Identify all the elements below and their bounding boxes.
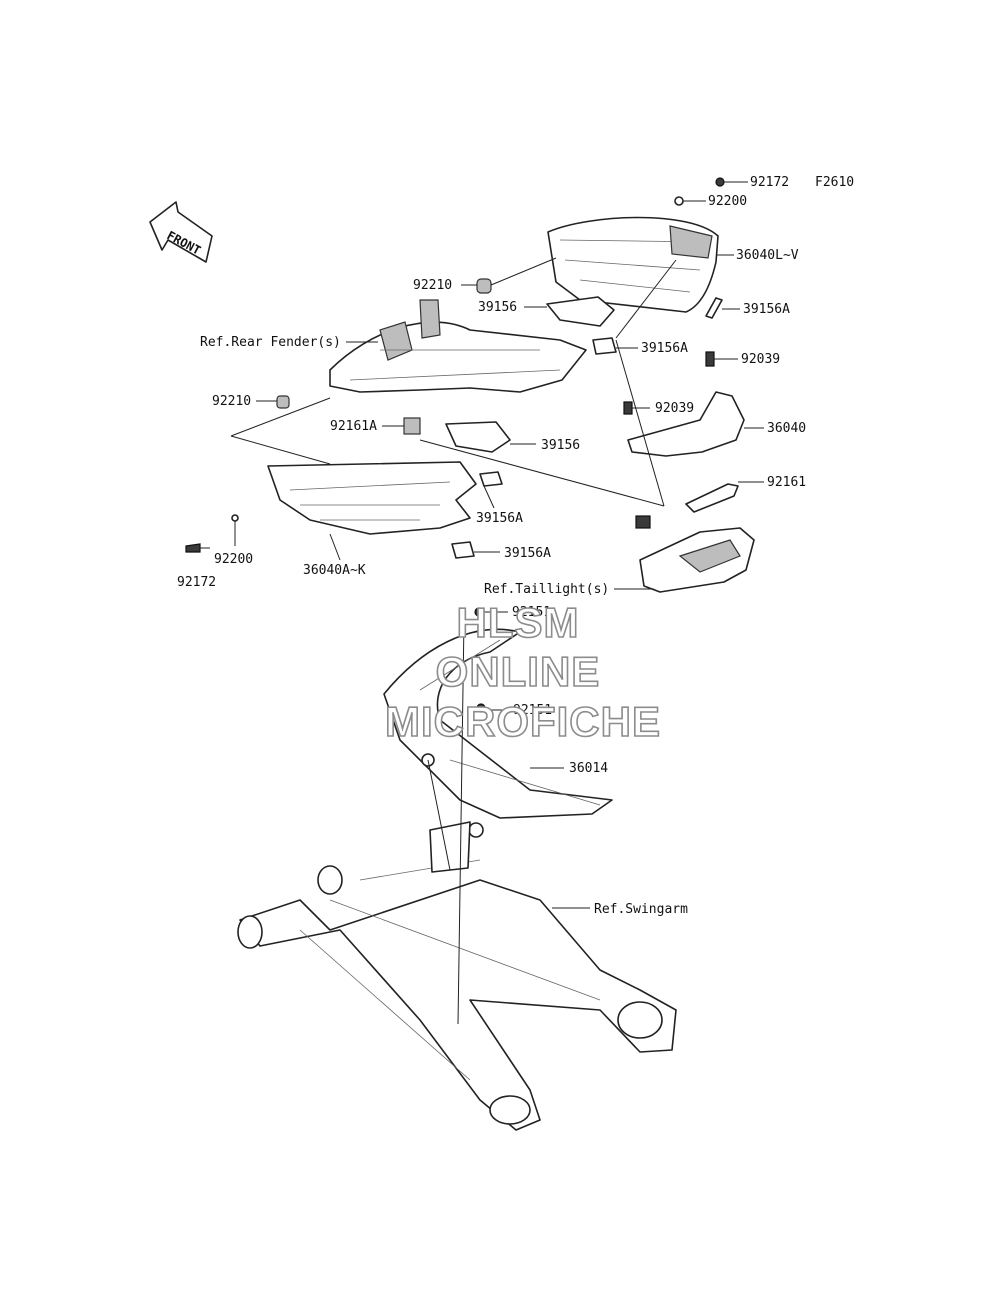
label-39156A-low1: 39156A (476, 511, 523, 526)
pad-39156A-mid (592, 337, 617, 355)
grommet-92161-icon (685, 483, 739, 513)
leader-lines (200, 181, 764, 1025)
label-ref-rear-fender: Ref.Rear Fender(s) (200, 335, 341, 350)
label-92210-top: 92210 (413, 278, 452, 293)
label-36040A-K: 36040A~K (303, 563, 366, 578)
label-92200-top: 92200 (708, 194, 747, 209)
watermark-line1: HLSM (457, 599, 580, 646)
label-39156-top: 39156 (478, 300, 517, 315)
bolt-92172-icon (715, 177, 725, 187)
label-39156A-low2: 39156A (504, 546, 551, 561)
pad-39156-top (546, 296, 615, 327)
collar-92210-icon (476, 278, 492, 294)
label-39156A-mid: 39156A (641, 341, 688, 356)
label-92172-top: 92172 (750, 175, 789, 190)
grommet-92161A-icon (403, 417, 421, 435)
connector-icon (635, 515, 651, 529)
label-92172-left: 92172 (177, 575, 216, 590)
watermark: HLSM ONLINE MICROFICHE (384, 598, 661, 746)
tail-cowl-upper (547, 216, 719, 313)
label-92151-mid: 92151 (513, 703, 552, 718)
label-39156-mid: 39156 (541, 438, 580, 453)
label-92039-mid: 92039 (655, 401, 694, 416)
rivet-92039-top-icon (705, 351, 715, 367)
label-36040L-V: 36040L~V (736, 248, 799, 263)
collar-92210-left-icon (276, 395, 290, 409)
label-ref-swingarm: Ref.Swingarm (594, 902, 688, 917)
pad-39156-mid (445, 421, 511, 453)
front-arrow-icon: FRONT (149, 201, 213, 263)
label-92210-left: 92210 (212, 394, 251, 409)
washer-92200-left-icon (231, 514, 239, 522)
label-36040: 36040 (767, 421, 806, 436)
label-92151-top: 92151 (512, 605, 551, 620)
label-ref-taillight: Ref.Taillight(s) (484, 582, 609, 597)
bolt-92172-left-icon (185, 543, 201, 553)
label-39156A-right: 39156A (743, 302, 790, 317)
label-92200-left: 92200 (214, 552, 253, 567)
side-cover (267, 461, 477, 535)
label-36014: 36014 (569, 761, 608, 776)
bolt-92151-mid-icon (476, 703, 486, 713)
taillight (635, 515, 755, 593)
label-92039-top: 92039 (741, 352, 780, 367)
washer-92200-icon (674, 196, 684, 206)
rivet-92039-mid-icon (623, 401, 633, 415)
label-92161A: 92161A (330, 419, 377, 434)
watermark-line3: MICROFICHE (385, 698, 661, 745)
part-labels: 92172 92200 92210 36040L~V 39156 39156A … (177, 175, 806, 917)
rear-fender (329, 299, 587, 393)
watermark-line2: ONLINE (436, 648, 601, 695)
figure-code: F2610 (815, 175, 854, 190)
swingarm (237, 821, 677, 1131)
pad-39156A-low2 (451, 541, 475, 559)
pad-39156A-low1 (479, 471, 503, 487)
pad-39156A-right (705, 297, 723, 319)
label-92161: 92161 (767, 475, 806, 490)
